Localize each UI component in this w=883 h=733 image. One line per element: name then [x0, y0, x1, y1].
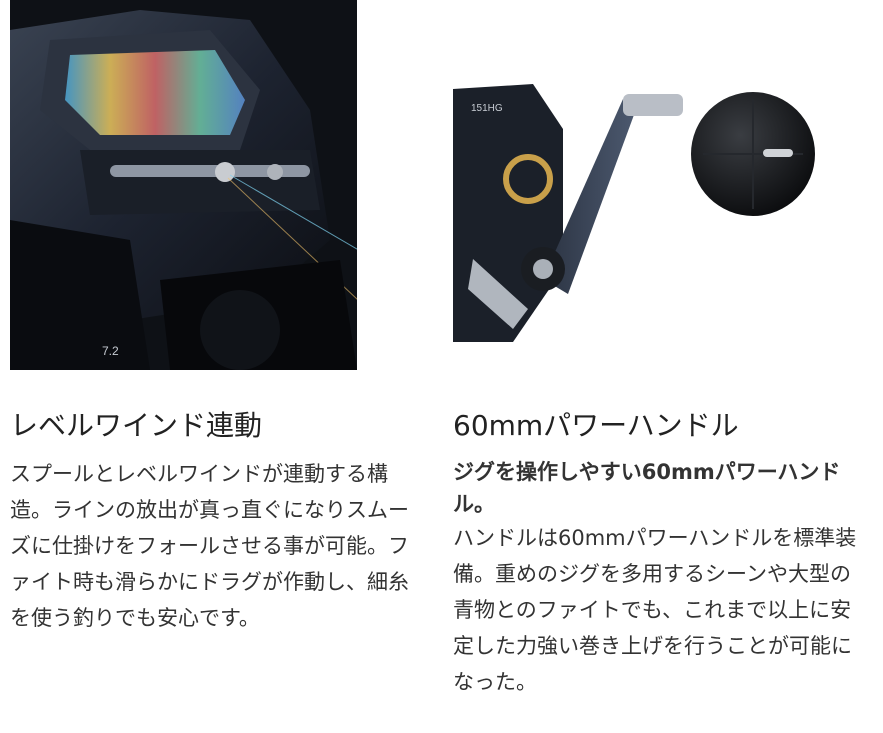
feature-power-handle: 60mmパワーハンドル ジグを操作しやすい60mmパワーハンドル。 ハンドルは6…: [453, 408, 863, 700]
feature-lead: ジグを操作しやすい60mmパワーハンドル。: [453, 460, 841, 516]
gear-ratio-label: 7.2: [102, 344, 119, 358]
power-handle-photo: 151HG: [453, 69, 816, 342]
feature-title: 60mmパワーハンドル: [453, 409, 739, 442]
feature-description: ハンドルは60mmパワーハンドルを標準装備。重めのジグを多用するシーンや大型の青…: [453, 526, 857, 694]
feature-description: スプールとレベルワインドが連動する構造。ラインの放出が真っ直ぐになりスムーズに仕…: [10, 462, 409, 630]
model-label: 151HG: [471, 103, 503, 114]
feature-title: レベルワインド連動: [10, 409, 263, 442]
feature-level-wind: レベルワインド連動 スプールとレベルワインドが連動する構造。ラインの放出が真っ直…: [10, 408, 410, 636]
level-wind-photo: 7.2: [10, 0, 357, 370]
